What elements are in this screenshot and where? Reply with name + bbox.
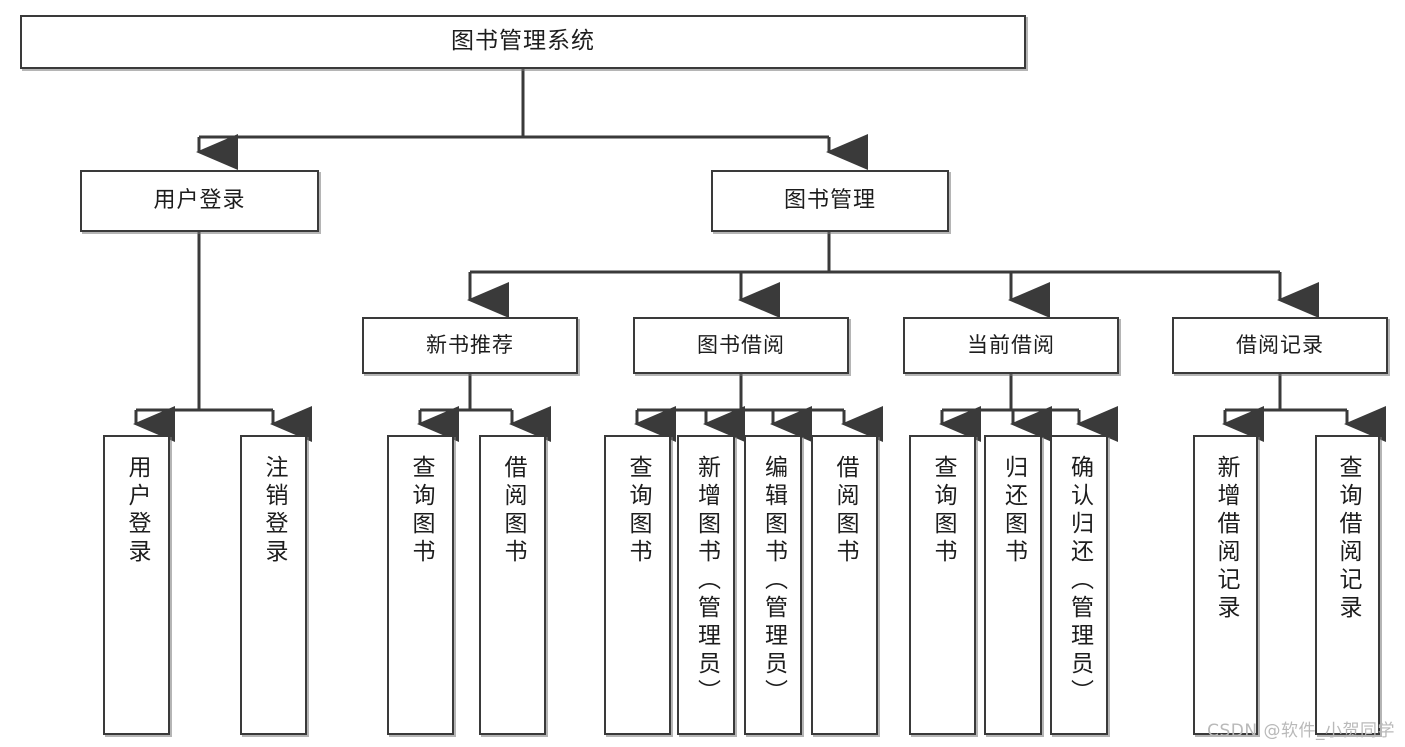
node-borrow-record-label: 借阅记录 xyxy=(1236,333,1324,358)
leaf-add-book-label: 新增图书（管理员） xyxy=(693,455,720,707)
node-book-manage[interactable]: 图书管理 xyxy=(711,170,949,232)
node-book-manage-label: 图书管理 xyxy=(783,187,876,213)
leaf-confirm-return-label: 确认归还（管理员） xyxy=(1066,455,1093,707)
leaf-query-book-1[interactable]: 查询图书 xyxy=(387,435,454,735)
leaf-add-record[interactable]: 新增借阅记录 xyxy=(1193,435,1258,735)
leaf-query-book-3[interactable]: 查询图书 xyxy=(909,435,976,735)
node-current-borrow-label: 当前借阅 xyxy=(967,333,1055,358)
leaf-add-record-label: 新增借阅记录 xyxy=(1213,455,1239,623)
leaf-user-login[interactable]: 用户登录 xyxy=(103,435,170,735)
leaf-user-login-label: 用户登录 xyxy=(124,455,150,567)
leaf-edit-book-label: 编辑图书（管理员） xyxy=(760,455,787,707)
node-root[interactable]: 图书管理系统 xyxy=(20,15,1026,69)
leaf-query-book-3-label: 查询图书 xyxy=(930,455,956,567)
leaf-add-book[interactable]: 新增图书（管理员） xyxy=(677,435,735,735)
leaf-borrow-book-2-label: 借阅图书 xyxy=(832,455,858,567)
leaf-query-book-2[interactable]: 查询图书 xyxy=(604,435,671,735)
leaf-user-logout[interactable]: 注销登录 xyxy=(240,435,307,735)
leaf-borrow-book-2[interactable]: 借阅图书 xyxy=(811,435,878,735)
node-book-borrow[interactable]: 图书借阅 xyxy=(633,317,849,374)
node-user-login[interactable]: 用户登录 xyxy=(80,170,319,232)
leaf-query-record[interactable]: 查询借阅记录 xyxy=(1315,435,1380,735)
leaf-edit-book[interactable]: 编辑图书（管理员） xyxy=(744,435,802,735)
leaf-user-logout-label: 注销登录 xyxy=(261,455,287,567)
node-new-book-recommend-label: 新书推荐 xyxy=(426,333,514,358)
leaf-return-book[interactable]: 归还图书 xyxy=(984,435,1042,735)
leaf-confirm-return[interactable]: 确认归还（管理员） xyxy=(1050,435,1108,735)
leaf-query-record-label: 查询借阅记录 xyxy=(1335,455,1361,623)
leaf-query-book-1-label: 查询图书 xyxy=(408,455,434,567)
node-book-borrow-label: 图书借阅 xyxy=(697,333,785,358)
leaf-return-book-label: 归还图书 xyxy=(1000,455,1027,567)
leaf-query-book-2-label: 查询图书 xyxy=(625,455,651,567)
leaf-borrow-book-1[interactable]: 借阅图书 xyxy=(479,435,546,735)
watermark-text: CSDN @软件_小贺同学 xyxy=(1207,721,1395,741)
node-user-login-label: 用户登录 xyxy=(153,187,246,213)
node-new-book-recommend[interactable]: 新书推荐 xyxy=(362,317,578,374)
leaf-borrow-book-1-label: 借阅图书 xyxy=(500,455,526,567)
node-current-borrow[interactable]: 当前借阅 xyxy=(903,317,1119,374)
node-root-label: 图书管理系统 xyxy=(451,28,595,55)
node-borrow-record[interactable]: 借阅记录 xyxy=(1172,317,1388,374)
